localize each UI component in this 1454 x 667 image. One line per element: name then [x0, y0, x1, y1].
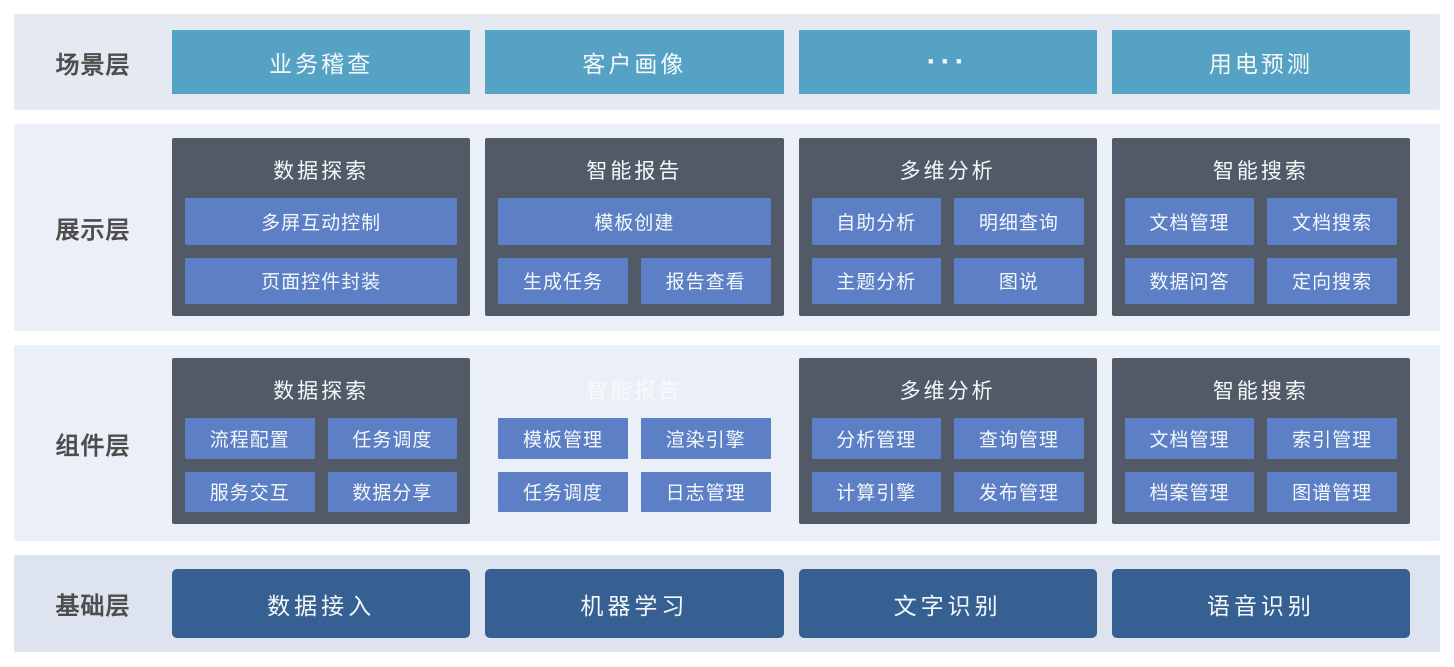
component-group-smart-report: 智能报告 模板管理 渲染引擎 任务调度 日志管理: [485, 358, 783, 524]
scenario-box-power-forecast: 用电预测: [1111, 30, 1410, 94]
module-button: 图谱管理: [1267, 471, 1397, 512]
display-group-smart-search: 智能搜索 文档管理 文档搜索 数据问答 定向搜索: [1111, 138, 1410, 316]
display-group-multidim-analysis: 多维分析 自助分析 明细查询 主题分析 图说: [798, 138, 1097, 316]
scenario-box-business-audit: 业务稽查: [172, 30, 471, 94]
module-button: 索引管理: [1267, 418, 1397, 459]
group-rows: 文档管理 文档搜索 数据问答 定向搜索: [1124, 198, 1397, 304]
group-title: 数据探索: [273, 379, 370, 403]
group-row: 数据问答 定向搜索: [1124, 257, 1397, 304]
layer-label-component: 组件层: [55, 432, 131, 460]
module-button: 分析管理: [811, 418, 942, 459]
foundation-box-data-ingest: 数据接入: [172, 569, 471, 638]
group-rows: 自助分析 明细查询 主题分析 图说: [811, 198, 1084, 304]
module-button: 服务交互: [185, 471, 315, 512]
scenario-box-customer-profile: 客户画像: [485, 30, 784, 94]
foundation-boxes: 数据接入 机器学习 文字识别 语音识别: [172, 555, 1440, 652]
group-row: 文档管理 索引管理: [1124, 418, 1397, 459]
scenario-box-ellipsis: ···: [798, 30, 1097, 94]
display-groups: 数据探索 多屏互动控制 页面控件封装 智能报告 模板创建: [172, 124, 1440, 331]
module-button: 报告查看: [640, 257, 771, 304]
group-title: 智能搜索: [1212, 159, 1309, 183]
module-button: 数据问答: [1124, 257, 1255, 304]
module-button: 档案管理: [1124, 471, 1255, 512]
group-rows: 模板创建 生成任务 报告查看: [498, 198, 771, 304]
foundation-box-machine-learning: 机器学习: [485, 569, 784, 638]
component-group-multidim-analysis: 多维分析 分析管理 查询管理 计算引擎 发布管理: [798, 358, 1097, 524]
group-title: 智能报告: [586, 379, 683, 403]
module-button: 文档管理: [1124, 418, 1255, 459]
layer-display: 展示层 数据探索 多屏互动控制 页面控件封装 智能报告 模板创建: [14, 124, 1440, 331]
module-button: 自助分析: [811, 198, 942, 245]
module-button: 生成任务: [498, 257, 628, 304]
component-group-data-exploration: 数据探索 流程配置 任务调度 服务交互 数据分享: [172, 358, 471, 524]
layer-scenario: 场景层 业务稽查 客户画像 ··· 用电预测: [14, 14, 1440, 110]
component-groups: 数据探索 流程配置 任务调度 服务交互 数据分享 智能报告 模板管理: [172, 345, 1440, 541]
layer-component: 组件层 数据探索 流程配置 任务调度 服务交互 数据分享 智能报告: [14, 345, 1440, 541]
group-title: 多维分析: [899, 379, 996, 403]
group-rows: 流程配置 任务调度 服务交互 数据分享: [185, 418, 458, 512]
module-button: 数据分享: [327, 471, 458, 512]
layer-label-scenario: 场景层: [55, 51, 131, 79]
group-row: 文档管理 文档搜索: [1124, 198, 1397, 245]
group-row: 流程配置 任务调度: [185, 418, 458, 459]
module-button: 日志管理: [640, 471, 771, 512]
scenario-boxes: 业务稽查 客户画像 ··· 用电预测: [172, 14, 1440, 110]
group-row: 多屏互动控制: [185, 198, 458, 245]
layer-label-foundation: 基础层: [55, 593, 131, 620]
module-button: 主题分析: [811, 257, 942, 304]
module-button: 任务调度: [327, 418, 458, 459]
module-button: 图说: [954, 257, 1084, 304]
module-button: 发布管理: [954, 471, 1084, 512]
module-button: 定向搜索: [1267, 257, 1397, 304]
component-group-smart-search: 智能搜索 文档管理 索引管理 档案管理 图谱管理: [1111, 358, 1410, 524]
group-row: 自助分析 明细查询: [811, 198, 1084, 245]
group-row: 档案管理 图谱管理: [1124, 471, 1397, 512]
layer-label-display: 展示层: [55, 217, 131, 244]
foundation-box-ocr: 文字识别: [798, 569, 1097, 638]
group-rows: 分析管理 查询管理 计算引擎 发布管理: [811, 418, 1084, 512]
module-button: 模板管理: [498, 418, 628, 459]
foundation-box-speech-recognition: 语音识别: [1111, 569, 1410, 638]
module-button: 渲染引擎: [640, 418, 771, 459]
group-row: 模板创建: [498, 198, 771, 245]
group-title: 数据探索: [273, 159, 370, 183]
group-row: 分析管理 查询管理: [811, 418, 1084, 459]
group-row: 页面控件封装: [185, 257, 458, 304]
layer-foundation: 基础层 数据接入 机器学习 文字识别 语音识别: [14, 555, 1440, 652]
display-group-smart-report: 智能报告 模板创建 生成任务 报告查看: [485, 138, 784, 316]
display-group-data-exploration: 数据探索 多屏互动控制 页面控件封装: [172, 138, 471, 316]
group-row: 任务调度 日志管理: [498, 471, 771, 512]
group-row: 主题分析 图说: [811, 257, 1084, 304]
group-rows: 多屏互动控制 页面控件封装: [185, 198, 458, 304]
group-rows: 文档管理 索引管理 档案管理 图谱管理: [1124, 418, 1397, 512]
module-button: 多屏互动控制: [185, 198, 458, 245]
group-title: 多维分析: [899, 159, 996, 183]
module-button: 页面控件封装: [185, 257, 458, 304]
module-button: 查询管理: [954, 418, 1084, 459]
group-row: 服务交互 数据分享: [185, 471, 458, 512]
group-title: 智能报告: [586, 159, 683, 183]
module-button: 流程配置: [185, 418, 315, 459]
module-button: 模板创建: [498, 198, 771, 245]
group-row: 计算引擎 发布管理: [811, 471, 1084, 512]
module-button: 明细查询: [954, 198, 1084, 245]
group-rows: 模板管理 渲染引擎 任务调度 日志管理: [498, 418, 771, 512]
group-title: 智能搜索: [1212, 379, 1309, 403]
group-row: 生成任务 报告查看: [498, 257, 771, 304]
module-button: 文档搜索: [1267, 198, 1397, 245]
group-row: 模板管理 渲染引擎: [498, 418, 771, 459]
module-button: 任务调度: [498, 471, 628, 512]
module-button: 计算引擎: [811, 471, 942, 512]
module-button: 文档管理: [1124, 198, 1255, 245]
